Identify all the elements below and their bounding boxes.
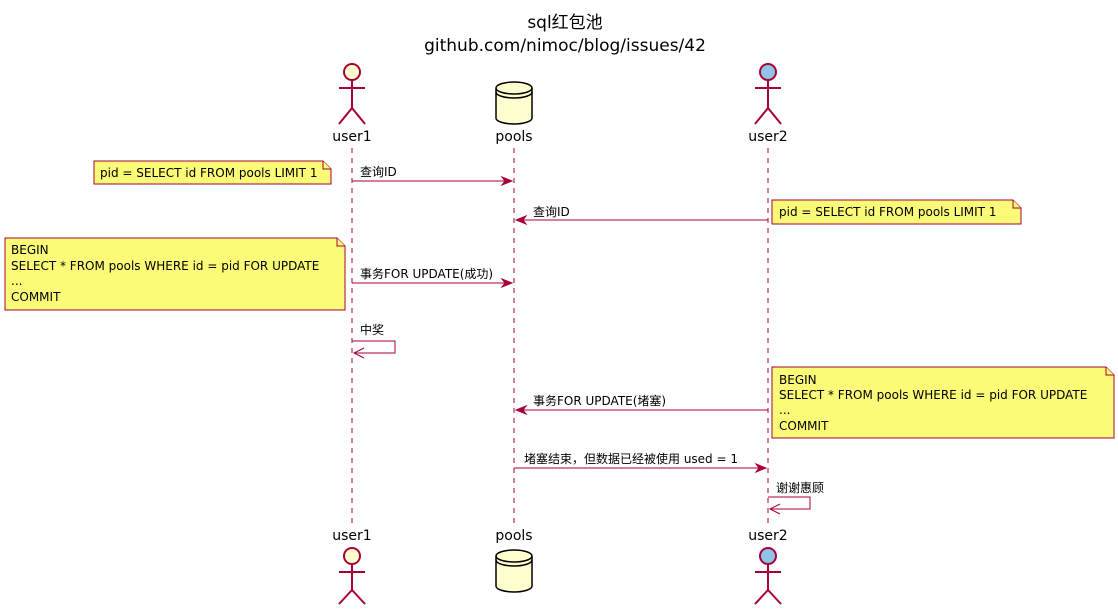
- note-line: ...: [779, 403, 790, 417]
- message-label: 中奖: [360, 322, 384, 337]
- actor-head-icon: [343, 547, 361, 565]
- participant-label-user2-bottom: user2: [748, 528, 787, 544]
- participant-label-user2: user2: [748, 129, 787, 145]
- message-label: 谢谢惠顾: [776, 480, 824, 495]
- arrow-head-icon: [500, 175, 514, 187]
- database-icon: [495, 81, 533, 125]
- actor-head-icon: [759, 63, 777, 81]
- participant-label-pools-bottom: pools: [495, 528, 532, 544]
- arrow-head-icon: [514, 214, 528, 226]
- actor-user1-bottom: user1: [332, 528, 372, 605]
- arrow-head-icon: [500, 277, 514, 289]
- participant-label-user1-bottom: user1: [332, 528, 371, 544]
- note-line: SELECT * FROM pools WHERE id = pid FOR U…: [11, 259, 319, 273]
- message-label: 堵塞结束，但数据已经被使用 used = 1: [524, 451, 738, 466]
- note-line: BEGIN: [779, 373, 817, 387]
- note-line: pid = SELECT id FROM pools LIMIT 1: [100, 166, 317, 180]
- arrow-head-icon: [514, 404, 528, 416]
- actor-body-icon: [338, 80, 366, 125]
- message-label: 查询ID: [360, 165, 397, 179]
- diagram-subtitle: github.com/nimoc/blog/issues/42: [424, 36, 706, 56]
- note-user2-select-id: pid = SELECT id FROM pools LIMIT 1: [771, 199, 1022, 225]
- note-line: pid = SELECT id FROM pools LIMIT 1: [779, 205, 996, 219]
- message-user2-for-update-blocked: 事务FOR UPDATE(堵塞): [514, 393, 768, 416]
- note-line: COMMIT: [779, 419, 829, 433]
- note-line: BEGIN: [11, 243, 49, 257]
- database-pools-top: pools: [495, 81, 533, 145]
- actor-user2-top: user2: [748, 63, 788, 145]
- message-user1-query-id: 查询ID: [352, 165, 514, 187]
- note-line: SELECT * FROM pools WHERE id = pid FOR U…: [779, 388, 1087, 402]
- actor-body-icon: [754, 564, 782, 605]
- message-label: 查询ID: [533, 205, 570, 219]
- message-label: 事务FOR UPDATE(成功): [360, 266, 493, 281]
- message-user2-query-id: 查询ID: [514, 205, 768, 226]
- actor-body-icon: [338, 564, 366, 605]
- note-user1-select-id: pid = SELECT id FROM pools LIMIT 1: [93, 160, 332, 185]
- message-label: 事务FOR UPDATE(堵塞): [533, 393, 666, 408]
- note-user1-transaction: BEGIN SELECT * FROM pools WHERE id = pid…: [4, 237, 346, 311]
- arrow-head-icon: [352, 347, 365, 359]
- database-pools-bottom: pools: [495, 528, 533, 593]
- actor-head-icon: [343, 63, 361, 81]
- arrow-head-icon: [768, 503, 781, 515]
- actor-user2-bottom: user2: [748, 528, 788, 605]
- actor-user1-top: user1: [332, 63, 372, 145]
- arrow-head-icon: [754, 462, 768, 474]
- message-pools-unblocked: 堵塞结束，但数据已经被使用 used = 1: [514, 451, 768, 474]
- database-icon: [495, 549, 533, 593]
- note-user2-transaction: BEGIN SELECT * FROM pools WHERE id = pid…: [771, 366, 1115, 439]
- message-user1-win: 中奖: [352, 322, 396, 359]
- note-line: COMMIT: [11, 290, 61, 304]
- message-user2-thanks: 谢谢惠顾: [768, 480, 824, 515]
- participant-label-user1: user1: [332, 129, 371, 145]
- actor-head-icon: [759, 547, 777, 565]
- participant-label-pools: pools: [495, 129, 532, 145]
- diagram-title: sql红包池: [527, 13, 602, 33]
- actor-body-icon: [754, 80, 782, 125]
- message-user1-for-update-success: 事务FOR UPDATE(成功): [352, 266, 514, 289]
- note-line: ...: [11, 274, 22, 288]
